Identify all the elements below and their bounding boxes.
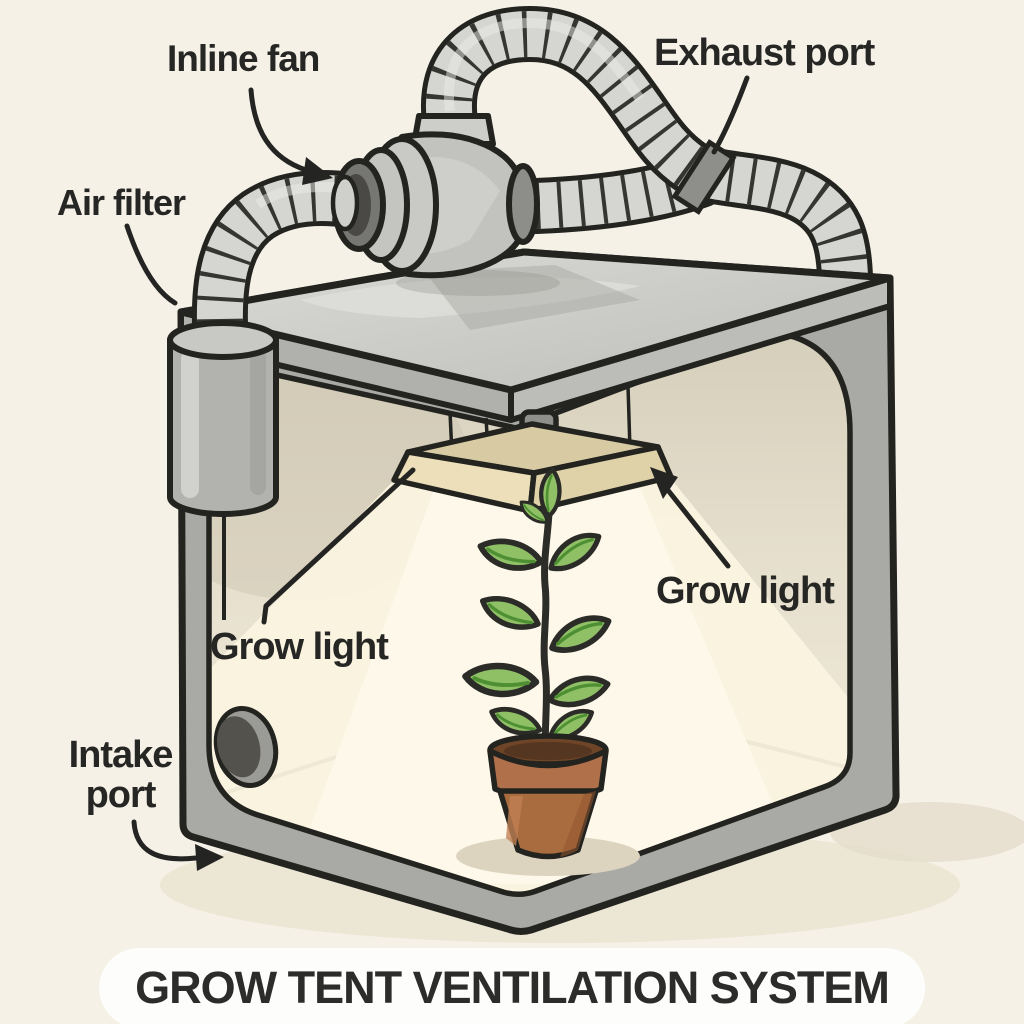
exhaust-duct [420,6,873,306]
annotation-pointers [124,75,750,871]
pointer-grow-light-left [261,467,416,625]
grow-light-label-left: Grow light [210,626,389,668]
intake-port-label: Intake port [68,734,174,816]
grow-light-label-right: Grow light [656,570,835,612]
pointer-exhaust-port [711,75,750,155]
pointer-inline-fan [248,87,309,173]
intake-port-hole [213,706,279,788]
arrowhead-intake-port [195,844,224,871]
inline-fan [330,113,560,296]
title-pill: GROW TENT VENTILATION SYSTEM [99,948,925,1024]
inline-fan-label: Inline fan [167,38,320,79]
pointer-air-filter [124,223,178,306]
pointer-intake-port [131,819,199,862]
plant-pot [456,733,640,876]
exhaust-port-collar [671,139,737,215]
pointer-grow-light-right [664,486,731,569]
plant [463,468,613,774]
grow-light-fixture [391,385,674,514]
tent-top-slab [177,248,894,423]
arrowhead-inline-fan [302,157,333,185]
arrowhead-grow-light-right [650,467,678,499]
air-filter-label: Air filter [57,182,186,223]
diagram-title: GROW TENT VENTILATION SYSTEM [135,962,890,1013]
exhaust-port-label: Exhaust port [654,32,875,74]
air-filter [167,320,279,620]
